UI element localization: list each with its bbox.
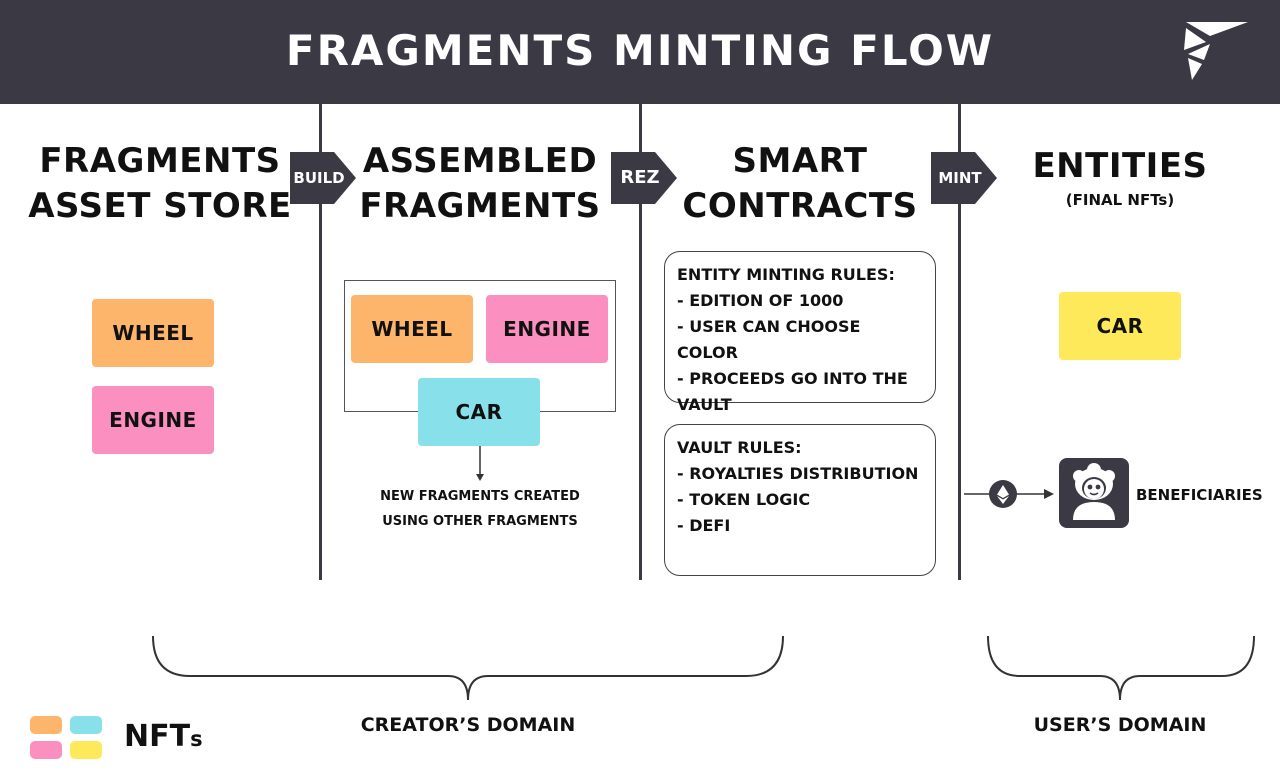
assembled-note-line2: USING OTHER FRAGMENTS [382, 514, 578, 529]
build-arrow: BUILD [290, 152, 356, 204]
header-bar: FRAGMENTS MINTING FLOW [0, 0, 1280, 104]
entity-rules-heading: ENTITY MINTING RULES: [677, 265, 895, 284]
entity-rule-item: - PROCEEDS GO INTO THE [677, 369, 908, 388]
rez-arrow-label: REZ [620, 167, 660, 188]
assembled-engine-tile: ENGINE [486, 295, 608, 363]
assembled-title-line1: ASSEMBLED [362, 141, 598, 181]
assembled-note-line1: NEW FRAGMENTS CREATED [380, 489, 580, 504]
assembled-title-line2: FRAGMENTS [359, 186, 601, 226]
legend-label: NFTs [124, 719, 203, 754]
creator-domain-brace [152, 635, 784, 701]
user-avatar-icon [1059, 458, 1129, 528]
entity-minting-rules-box: ENTITY MINTING RULES: - EDITION OF 1000 … [664, 251, 936, 414]
entity-rule-item: VAULT [677, 395, 732, 414]
legend-label-main: NFT [124, 719, 191, 754]
build-arrow-label: BUILD [293, 169, 345, 187]
assembled-title: ASSEMBLED FRAGMENTS [340, 139, 620, 229]
legend-chip-orange [30, 716, 62, 734]
mint-arrow-label: MINT [938, 169, 982, 187]
down-arrow-icon [476, 446, 484, 481]
legend-chip-cyan [70, 716, 102, 734]
legend-chip-yellow [70, 741, 102, 759]
store-engine-tile: ENGINE [92, 386, 214, 454]
assembled-wheel-tile: WHEEL [351, 295, 473, 363]
store-title: FRAGMENTS ASSET STORE [20, 139, 300, 229]
vault-rule-item: - ROYALTIES DISTRIBUTION [677, 464, 919, 483]
rez-arrow: REZ [611, 152, 677, 204]
page-title: FRAGMENTS MINTING FLOW [285, 26, 995, 75]
fragments-logo-icon [1184, 22, 1248, 80]
entities-subtitle: (FINAL NFTs) [1065, 191, 1175, 209]
beneficiaries-label: BENEFICIARIES [1136, 486, 1263, 504]
vault-rules-heading: VAULT RULES: [677, 438, 802, 457]
legend-label-suffix: s [190, 727, 203, 751]
entities-title: ENTITIES [1032, 146, 1208, 186]
ethereum-icon [989, 480, 1017, 508]
legend-chip-pink [30, 741, 62, 759]
assembled-car-tile: CAR [418, 378, 540, 446]
entity-rule-item: - USER CAN CHOOSE COLOR [677, 317, 861, 362]
entity-rule-item: - EDITION OF 1000 [677, 291, 844, 310]
contracts-title-line2: CONTRACTS [682, 186, 918, 226]
user-domain-brace [987, 635, 1255, 701]
vault-rule-item: - TOKEN LOGIC [677, 490, 811, 509]
user-domain-label: USER’S DOMAIN [1033, 714, 1207, 736]
contracts-title: SMART CONTRACTS [660, 139, 940, 229]
assembled-note: NEW FRAGMENTS CREATED USING OTHER FRAGME… [360, 484, 600, 534]
column-divider [639, 104, 642, 580]
store-title-line1: FRAGMENTS [39, 141, 281, 181]
contracts-title-line1: SMART [732, 141, 868, 181]
mint-arrow: MINT [931, 152, 997, 204]
column-divider [958, 104, 961, 580]
vault-rule-item: - DEFI [677, 516, 731, 535]
store-wheel-tile: WHEEL [92, 299, 214, 367]
store-title-line2: ASSET STORE [28, 186, 292, 226]
vault-rules-box: VAULT RULES: - ROYALTIES DISTRIBUTION - … [664, 424, 936, 576]
column-divider [319, 104, 322, 580]
creator-domain-label: CREATOR’S DOMAIN [360, 714, 576, 736]
entity-car-tile: CAR [1059, 292, 1181, 360]
